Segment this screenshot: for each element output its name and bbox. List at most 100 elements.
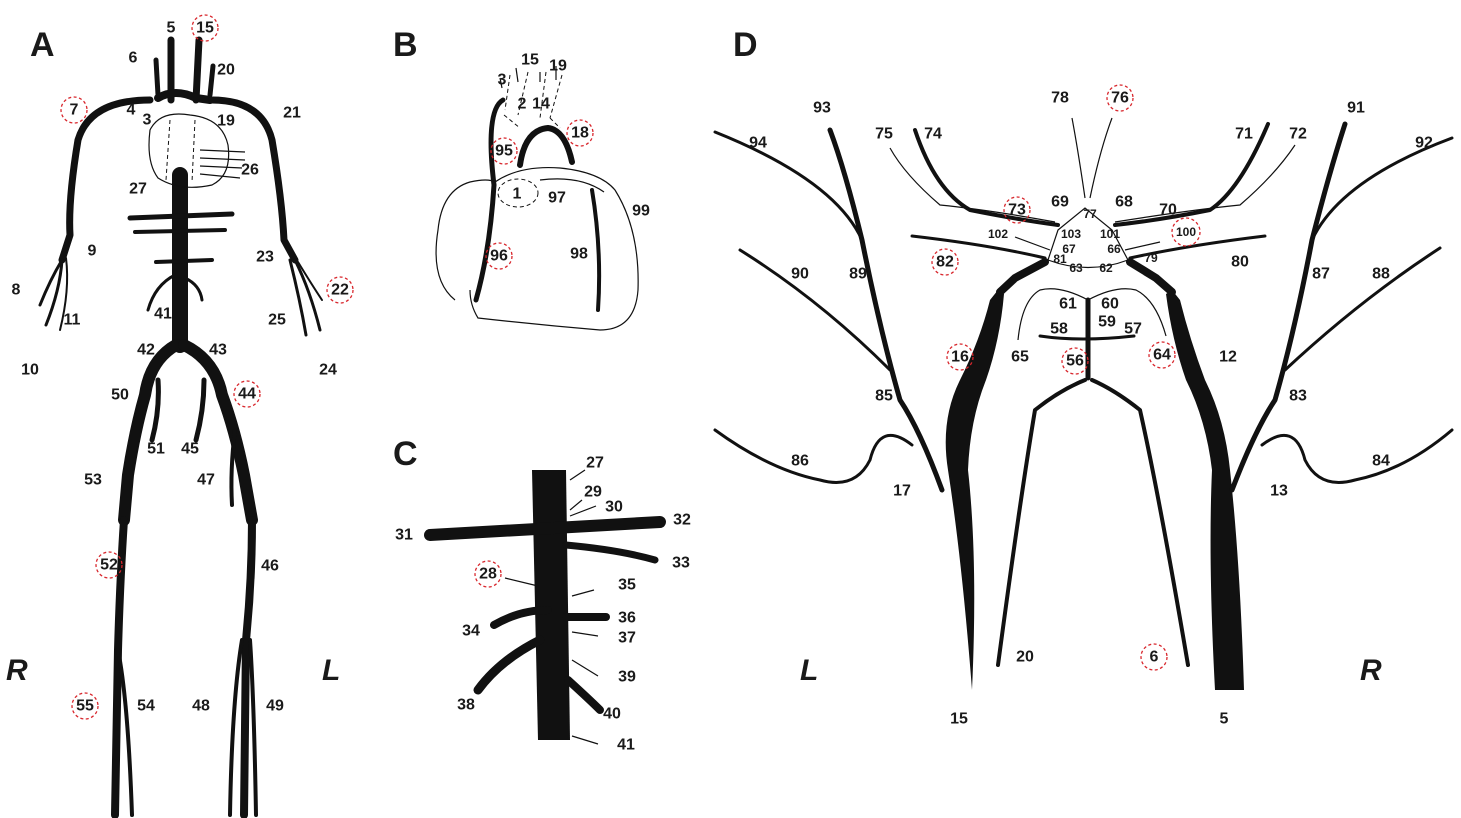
vessel-a-15 [196, 40, 199, 100]
label-a-43: 43 [209, 342, 227, 359]
label-b-97: 97 [548, 190, 566, 207]
label-d-12: 12 [1219, 349, 1237, 366]
label-a-22: 22 [331, 282, 349, 299]
label-a-23: 23 [256, 249, 274, 266]
vessel-b-18 [520, 128, 572, 165]
label-b-14: 14 [532, 96, 550, 113]
label-d-92: 92 [1415, 135, 1433, 152]
label-d-63: 63 [1069, 261, 1083, 275]
label-a-15: 15 [196, 20, 214, 37]
panel-c-letter: C [393, 435, 418, 473]
label-a-47: 47 [197, 472, 215, 489]
label-d-71: 71 [1235, 126, 1253, 143]
label-b-18: 18 [571, 125, 589, 142]
label-a-10: 10 [21, 362, 39, 379]
label-a-5: 5 [167, 20, 176, 37]
label-d-75: 75 [875, 126, 893, 143]
label-c-38: 38 [457, 697, 475, 714]
label-d-73: 73 [1008, 202, 1026, 219]
vessel-a-49 [250, 640, 256, 815]
panel-a-letter: A [30, 26, 55, 64]
label-a-48: 48 [192, 698, 210, 715]
label-d-6: 6 [1150, 649, 1159, 666]
vessel-d-15 [940, 290, 1004, 690]
label-a-52: 52 [100, 557, 118, 574]
vessel-c-31-32 [430, 522, 660, 535]
vessel-a-47 [231, 430, 235, 505]
label-d-89: 89 [849, 266, 867, 283]
vessel-c-40 [568, 680, 600, 710]
label-a-45: 45 [181, 441, 199, 458]
panel-a: A R L [6, 15, 353, 815]
label-d-101: 101 [1100, 227, 1120, 241]
label-a-20: 20 [217, 62, 235, 79]
label-d-15: 15 [950, 711, 968, 728]
panel-d-vessels [715, 118, 1452, 690]
label-c-27: 27 [586, 455, 604, 472]
label-c-36: 36 [618, 610, 636, 627]
label-d-93: 93 [813, 100, 831, 117]
label-d-58: 58 [1050, 321, 1068, 338]
vessel-d-86 [715, 430, 912, 483]
label-a-8: 8 [12, 282, 21, 299]
label-d-60: 60 [1101, 296, 1119, 313]
label-b-95: 95 [495, 143, 513, 160]
label-b-19: 19 [549, 58, 567, 75]
label-a-24: 24 [319, 362, 337, 379]
label-a-42: 42 [137, 342, 155, 359]
panel-d-right-side-marker: R [1360, 654, 1382, 687]
label-b-15: 15 [521, 52, 539, 69]
vessel-c-38 [478, 640, 540, 690]
label-d-69: 69 [1051, 194, 1069, 211]
panel-b-labels: 151932141895197999698 [486, 52, 650, 270]
heart-lines-26 [200, 150, 245, 178]
label-d-62: 62 [1099, 261, 1113, 275]
label-c-39: 39 [618, 669, 636, 686]
label-d-77: 77 [1083, 207, 1097, 221]
label-d-68: 68 [1115, 194, 1133, 211]
vessel-a-intercostal-1 [130, 214, 232, 218]
label-d-87: 87 [1312, 266, 1330, 283]
vessel-d-20 [998, 380, 1085, 665]
label-c-28: 28 [479, 566, 497, 583]
label-c-33: 33 [672, 555, 690, 572]
label-d-83: 83 [1289, 388, 1307, 405]
label-c-30: 30 [605, 499, 623, 516]
label-d-81: 81 [1053, 252, 1067, 266]
vessel-a-intercostal-2 [135, 230, 225, 232]
vessel-a-intercostal-3 [156, 260, 212, 262]
label-d-13: 13 [1270, 483, 1288, 500]
panel-b-letter: B [393, 26, 418, 64]
label-a-49: 49 [266, 698, 284, 715]
vessel-c-aorta [532, 470, 570, 740]
label-a-25: 25 [268, 312, 286, 329]
label-d-17: 17 [893, 483, 911, 500]
label-d-70: 70 [1159, 202, 1177, 219]
label-a-55: 55 [76, 698, 94, 715]
label-c-31: 31 [395, 527, 413, 544]
vessel-b-98 [592, 190, 599, 310]
label-d-72: 72 [1289, 126, 1307, 143]
label-a-41: 41 [154, 306, 172, 323]
vessel-d-6 [1092, 380, 1188, 665]
label-d-85: 85 [875, 388, 893, 405]
vessel-d-leaders-102-100 [1015, 237, 1160, 250]
label-d-20: 20 [1016, 649, 1034, 666]
label-d-86: 86 [791, 453, 809, 470]
label-d-56: 56 [1066, 353, 1084, 370]
label-d-76: 76 [1111, 90, 1129, 107]
label-c-32: 32 [673, 512, 691, 529]
label-d-66: 66 [1107, 242, 1121, 256]
panel-c: C 272930323133283536343739384041 [393, 435, 691, 754]
label-d-91: 91 [1347, 100, 1365, 117]
label-d-94: 94 [749, 135, 767, 152]
label-d-16: 16 [951, 349, 969, 366]
label-b-3: 3 [498, 72, 507, 89]
vessel-a-43 [184, 345, 252, 520]
label-a-19: 19 [217, 113, 235, 130]
label-a-21: 21 [283, 105, 301, 122]
label-c-40: 40 [603, 706, 621, 723]
